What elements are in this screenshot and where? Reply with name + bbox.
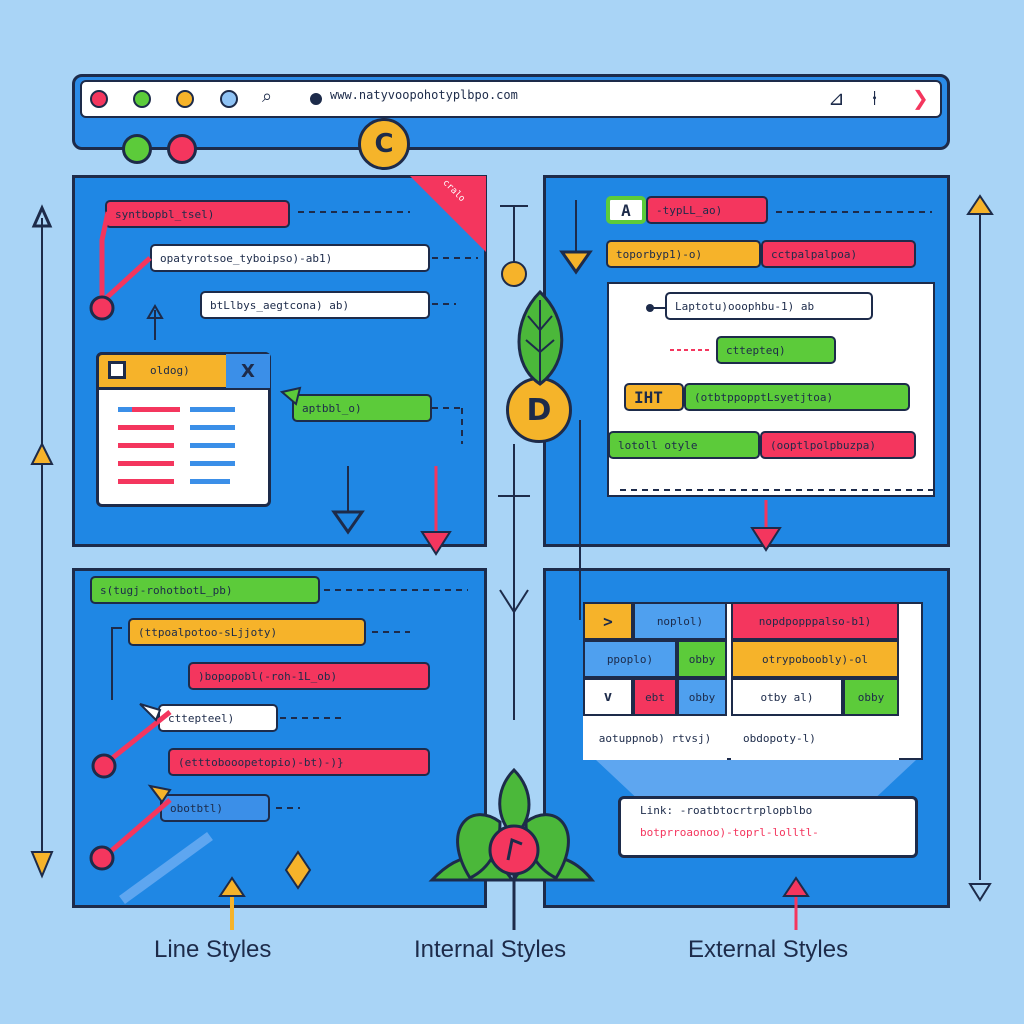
footer-label-internal-styles: Internal Styles (414, 936, 567, 963)
text-line (118, 461, 174, 466)
code-tag: Laptotu)ooophbu-1) ab (665, 292, 873, 320)
table-cell: otrypoboobly)-ol (731, 640, 899, 678)
window-icon (108, 361, 126, 379)
table-cell: aotuppnob) rtvsj) (583, 716, 727, 760)
table-cell: noplol) (633, 602, 727, 640)
code-tag: aptbbl_o) (292, 394, 432, 422)
search-icon[interactable]: ⌕ (262, 86, 273, 107)
text-line (118, 479, 174, 484)
link-note-box (618, 796, 918, 858)
table-cell: otby al) (731, 678, 843, 716)
table-cell: ebt (633, 678, 677, 716)
code-tag: btLlbys_aegtcona) ab) (200, 291, 430, 319)
code-tag: syntbopbl_tsel) (105, 200, 290, 228)
table-cell: obby (843, 678, 899, 716)
code-tag: -typLL_ao) (646, 196, 768, 224)
code-tag: (ooptlpolpbuzpa) (760, 431, 916, 459)
table-cell: > (583, 602, 633, 640)
link-note-line: botprroaonoo)-toprl-lolltl- (640, 826, 819, 839)
green-toggle-button[interactable] (122, 134, 152, 164)
badge-c: C (358, 118, 410, 170)
code-tag: (otbtppopptLsyetjtoa) (684, 383, 910, 411)
code-tag: (ttpoalpotoo-sLjjoty) (128, 618, 366, 646)
maximize-window-dot[interactable] (133, 90, 151, 108)
site-icon (310, 93, 322, 105)
code-tag: IHT (624, 383, 684, 411)
forward-icon[interactable]: ❯ (912, 86, 929, 110)
text-line (190, 407, 235, 412)
code-tag: (etttobooopetopio)-bt)-)} (168, 748, 430, 776)
share-icon[interactable]: ⊿ (828, 86, 845, 110)
badge-d: D (506, 377, 572, 443)
code-tag: obotbtl) (160, 794, 270, 822)
red-toggle-button[interactable] (167, 134, 197, 164)
close-window-dot[interactable] (90, 90, 108, 108)
code-tag: )bopopobl(-roh-1L_ob) (188, 662, 430, 690)
code-tag: toporbyp1)-o) (606, 240, 761, 268)
code-tag: s(tugj-rohotbotL_pb) (90, 576, 320, 604)
text-line (190, 425, 235, 430)
text-line (118, 425, 174, 430)
table-cell: nopdpopppalso-b1) (731, 602, 899, 640)
mini-window-title: oldog) (150, 364, 190, 377)
text-line (190, 443, 235, 448)
code-tag: opatyrotsoe_tyboipso)-ab1) (150, 244, 430, 272)
table-cell: v (583, 678, 633, 716)
text-line (190, 479, 230, 484)
extra-window-dot[interactable] (220, 90, 238, 108)
bookmark-icon[interactable]: ⍿ (872, 86, 878, 110)
table-cell: obby (677, 640, 727, 678)
code-tag: lotoll otyle (608, 431, 760, 459)
head-icon: A (606, 196, 646, 224)
url-text[interactable]: www.natyvoopohotyplbpo.com (330, 88, 518, 102)
code-tag: cctpalpalpoa) (761, 240, 916, 268)
table-cell: obby (677, 678, 727, 716)
minimize-window-dot[interactable] (176, 90, 194, 108)
code-tag: cttepteq) (716, 336, 836, 364)
close-button[interactable]: X (226, 354, 270, 388)
text-line (190, 461, 235, 466)
text-line (118, 443, 174, 448)
link-note-line: Link: -roatbtocrtrplopblbo (640, 804, 813, 817)
text-line (132, 407, 180, 412)
table-cell: ppoplo) (583, 640, 677, 678)
table-cell: obdopoty-l) (731, 716, 899, 760)
funnel-shape (596, 760, 916, 796)
footer-label-external-styles: External Styles (688, 936, 849, 963)
footer-label-line-styles: Line Styles (154, 936, 272, 963)
